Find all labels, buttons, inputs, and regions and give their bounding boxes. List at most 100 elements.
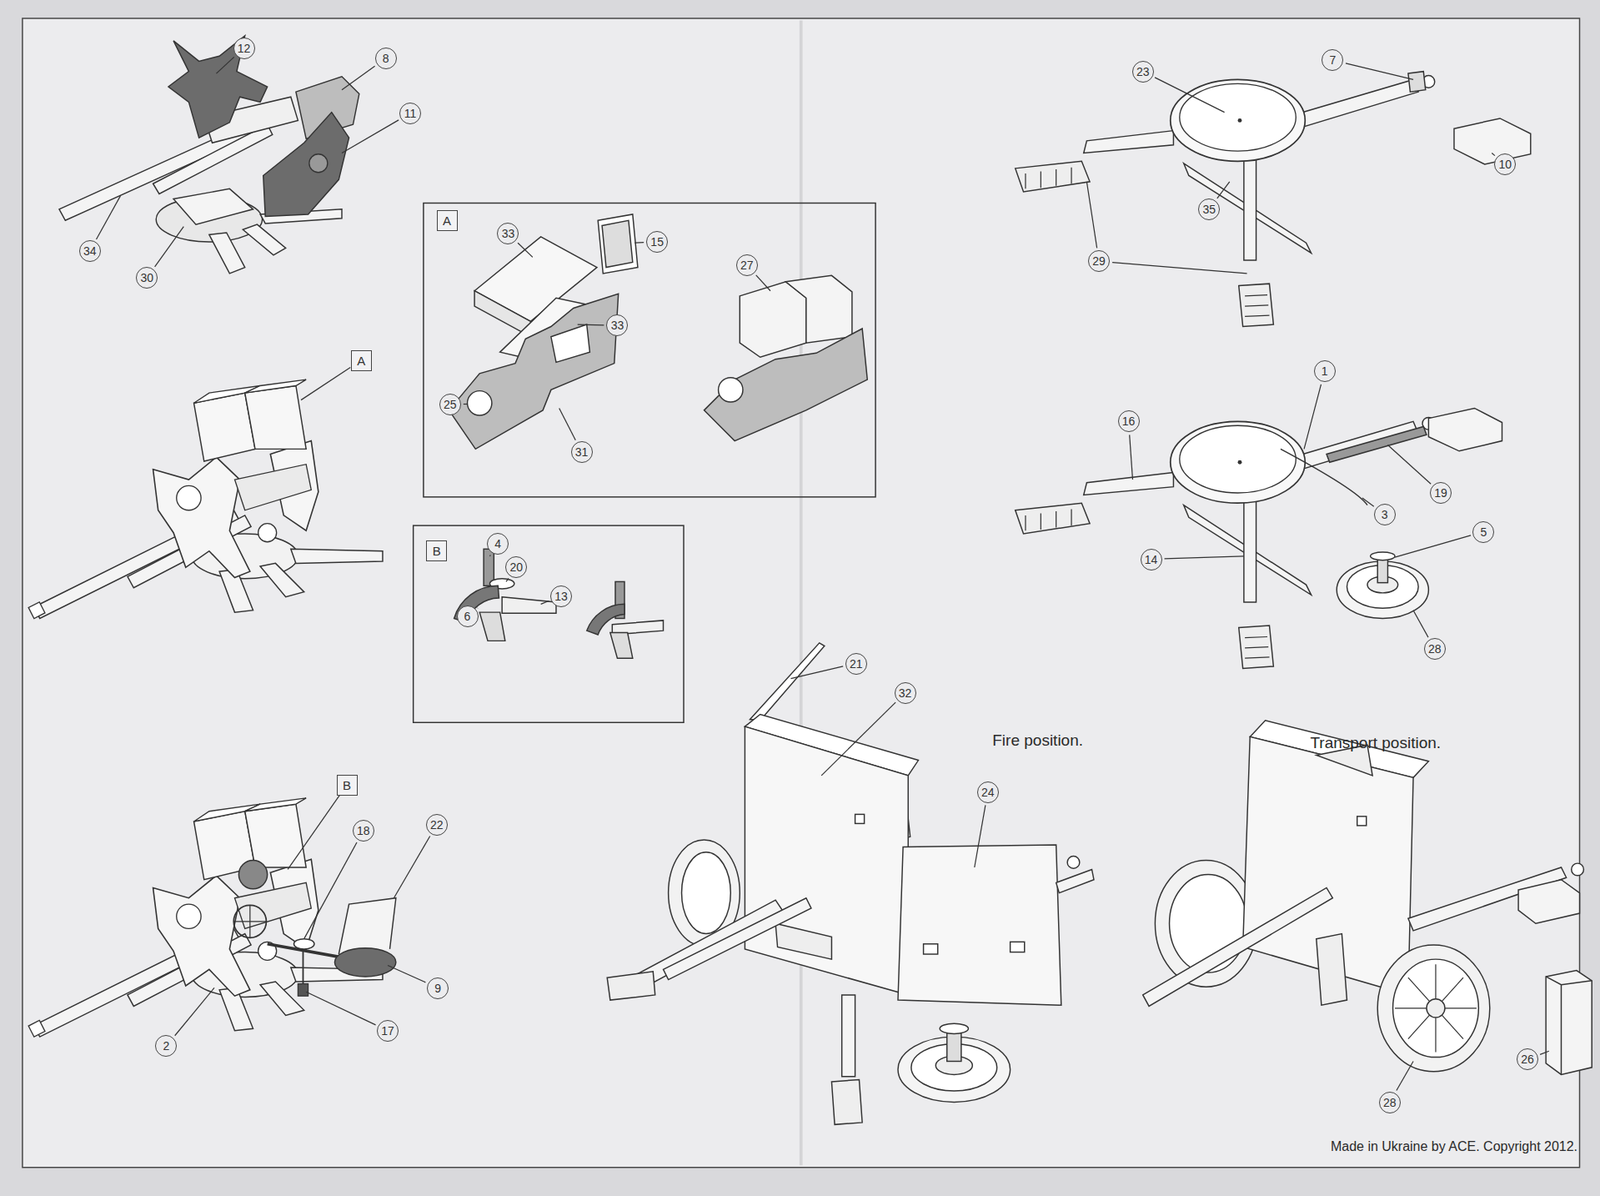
part-number: 23 xyxy=(1136,65,1150,78)
part-number: 21 xyxy=(849,657,863,670)
callout-number: 34 xyxy=(79,240,101,262)
leader-line xyxy=(304,842,357,939)
callout-number: 35 xyxy=(1198,198,1220,221)
leader-line xyxy=(300,366,351,400)
leader-line xyxy=(1396,1060,1414,1090)
part-number: 33 xyxy=(501,227,516,240)
callout-number: 27 xyxy=(736,254,758,276)
part-number: 5 xyxy=(1480,526,1488,538)
leader-line xyxy=(155,226,185,267)
subassembly-box: B xyxy=(426,540,447,562)
part-number: 31 xyxy=(575,446,589,458)
callout-number: 18 xyxy=(352,819,375,842)
part-number: 26 xyxy=(1520,1053,1535,1065)
callout-number: 30 xyxy=(135,266,158,289)
copyright-note: Made in Ukraine by ACE. Copyright 2012. xyxy=(1330,1138,1578,1154)
part-number: 22 xyxy=(430,818,444,831)
callout-number: 28 xyxy=(1379,1091,1401,1114)
part-number: 4 xyxy=(494,537,502,550)
callout-number: 13 xyxy=(550,585,572,607)
leader-line xyxy=(341,65,376,91)
leader-line xyxy=(634,241,644,244)
callout-number: 21 xyxy=(845,652,868,675)
callout-number: 28 xyxy=(1424,637,1446,660)
leader-line xyxy=(517,242,533,257)
part-number: 1 xyxy=(1321,365,1329,377)
view-caption: Transport position. xyxy=(1309,734,1441,753)
leader-line xyxy=(287,795,340,870)
leader-line xyxy=(577,323,605,326)
part-number: 16 xyxy=(1122,415,1136,427)
leader-line xyxy=(393,835,430,898)
callout-number: 25 xyxy=(439,393,462,416)
callout-number: 9 xyxy=(426,977,449,999)
subassembly-letter: B xyxy=(432,544,442,557)
leader-line xyxy=(1413,610,1429,637)
part-number: 9 xyxy=(434,982,442,994)
part-number: 2 xyxy=(163,1039,171,1052)
subassembly-box: A xyxy=(351,350,372,372)
leader-line xyxy=(463,403,468,405)
leader-line xyxy=(476,606,479,608)
callout-number: 11 xyxy=(399,102,422,125)
leader-line xyxy=(559,407,577,440)
leader-line xyxy=(1129,434,1134,480)
leader-line xyxy=(1164,556,1244,559)
leader-line xyxy=(305,991,376,1025)
leader-line xyxy=(541,601,550,605)
leader-line xyxy=(341,120,399,154)
leader-line xyxy=(1086,181,1097,249)
part-number: 6 xyxy=(464,610,472,622)
part-number: 11 xyxy=(404,107,417,120)
callout-number: 22 xyxy=(426,813,448,836)
leader-line xyxy=(1394,535,1471,557)
part-number: 13 xyxy=(554,590,568,602)
part-number: 19 xyxy=(1434,486,1448,499)
callout-number: 17 xyxy=(376,1019,399,1042)
leader-line xyxy=(387,964,426,982)
leader-line xyxy=(1217,181,1230,199)
part-number: 18 xyxy=(356,824,371,837)
callout-number: 6 xyxy=(456,605,479,627)
leader-line xyxy=(821,702,896,776)
part-number: 7 xyxy=(1329,54,1336,66)
subassembly-letter: A xyxy=(442,214,452,227)
callout-number: 24 xyxy=(977,781,999,803)
callout-number: 16 xyxy=(1118,410,1140,432)
part-number: 33 xyxy=(611,319,625,332)
leader-line xyxy=(506,577,509,582)
part-number: 25 xyxy=(443,398,457,411)
leader-line xyxy=(1387,444,1431,484)
leader-line xyxy=(1154,77,1225,113)
callout-number: 19 xyxy=(1429,481,1452,504)
callout-number: 32 xyxy=(894,682,917,704)
subassembly-letter: B xyxy=(342,778,352,792)
leader-line xyxy=(1491,153,1495,156)
leader-line xyxy=(1539,1050,1550,1054)
part-number: 29 xyxy=(1092,255,1106,267)
leader-line xyxy=(1112,262,1247,274)
leader-line xyxy=(1345,63,1414,80)
callout-number: 8 xyxy=(375,47,397,70)
part-number: 14 xyxy=(1144,553,1159,566)
callout-number: 31 xyxy=(571,441,593,463)
part-number: 32 xyxy=(898,687,913,699)
callout-number: 14 xyxy=(1140,548,1163,571)
leader-line xyxy=(756,275,771,291)
part-number: 12 xyxy=(237,42,251,55)
leader-line xyxy=(175,987,215,1035)
leader-line xyxy=(215,56,234,74)
callout-number: 12 xyxy=(233,37,256,60)
part-number: 10 xyxy=(1498,158,1512,171)
callout-number: 5 xyxy=(1472,521,1495,543)
subassembly-box: B xyxy=(336,774,358,796)
leader-line xyxy=(1362,497,1375,507)
part-number: 3 xyxy=(1381,508,1389,521)
subassembly-letter: A xyxy=(356,354,366,367)
part-number: 15 xyxy=(650,235,664,248)
view-caption: Fire position. xyxy=(992,732,1084,750)
part-number: 28 xyxy=(1428,642,1442,655)
part-number: 35 xyxy=(1202,203,1216,216)
